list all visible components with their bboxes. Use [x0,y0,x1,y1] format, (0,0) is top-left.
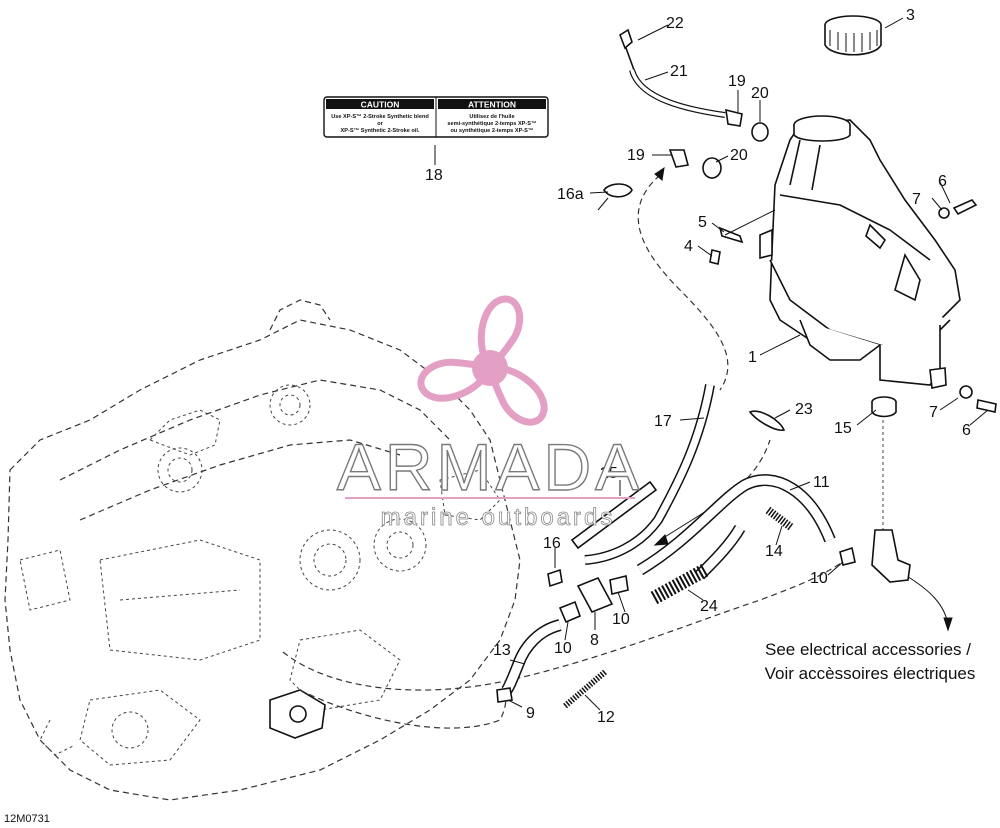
callout-16: 16 [543,535,561,552]
propeller-logo-icon [417,295,548,426]
callout-10: 10 [612,611,630,628]
callout-3: 3 [906,7,915,24]
tank-cap [824,15,882,56]
callout-21: 21 [670,63,688,80]
oil-pump [269,689,326,739]
caution-decal: CAUTION ATTENTION Use XP-S™ 2-Stroke Syn… [323,96,549,138]
callout-11: 11 [813,474,830,491]
decal-right-title: ATTENTION [468,100,516,110]
callout-16a: 16a [557,186,584,203]
callout-18: 18 [425,167,443,184]
callout-6: 6 [938,173,947,190]
callout-5: 5 [698,214,707,231]
callout-10: 10 [554,640,572,657]
callout-4: 4 [684,238,693,255]
callout-10: 10 [810,570,828,587]
engine-outline [4,299,521,801]
callout-12: 12 [597,709,615,726]
callout-labels: 1 3 4 5 6 6 7 7 8 9 10 10 10 11 12 13 14… [425,7,971,726]
callout-15: 15 [834,420,852,437]
callout-25: 25 [600,465,618,482]
decal-right-line: semi-synthétique 2-temps XP-S™ [447,121,536,127]
leader-lines [434,17,989,711]
vent-fittings [597,28,769,211]
callout-20: 20 [730,147,748,164]
fasteners [709,199,997,413]
decal-left-line: or [377,121,383,127]
watermark: ARMADA marine outboards [336,295,643,531]
decal-right-line: Utilisez de l'huile [469,114,514,120]
decal-left-line: XP-S™ Synthetic 2-Stroke oil. [341,128,420,134]
callout-8: 8 [590,632,599,649]
callout-9: 9 [526,705,535,722]
callout-1: 1 [748,349,757,366]
callout-14: 14 [765,543,783,560]
callout-17: 17 [654,413,672,430]
callout-23: 23 [795,401,813,418]
electrical-accessories-caption: See electrical accessories / [765,640,971,659]
callout-6: 6 [962,422,971,439]
callout-13: 13 [493,642,511,659]
oil-tank [759,115,961,389]
electrical-accessories-caption: Voir accèssoires électriques [765,664,976,683]
callout-20: 20 [751,85,769,102]
watermark-subtitle: marine outboards [381,504,616,531]
callout-24: 24 [700,598,718,615]
figure-code: 12M0731 [4,813,50,825]
decal-left-title: CAUTION [361,100,400,110]
callout-22: 22 [666,15,684,32]
callout-7: 7 [912,191,921,208]
watermark-title: ARMADA [337,430,643,504]
hoses [496,384,856,709]
grommet-and-sensor [871,396,911,583]
decal-left-line: Use XP-S™ 2-Stroke Synthetic blend [331,114,429,120]
callout-19: 19 [728,73,746,90]
callout-7: 7 [929,404,938,421]
callout-19: 19 [627,147,645,164]
decal-right-line: ou synthétique 2-temps XP-S™ [451,128,534,134]
